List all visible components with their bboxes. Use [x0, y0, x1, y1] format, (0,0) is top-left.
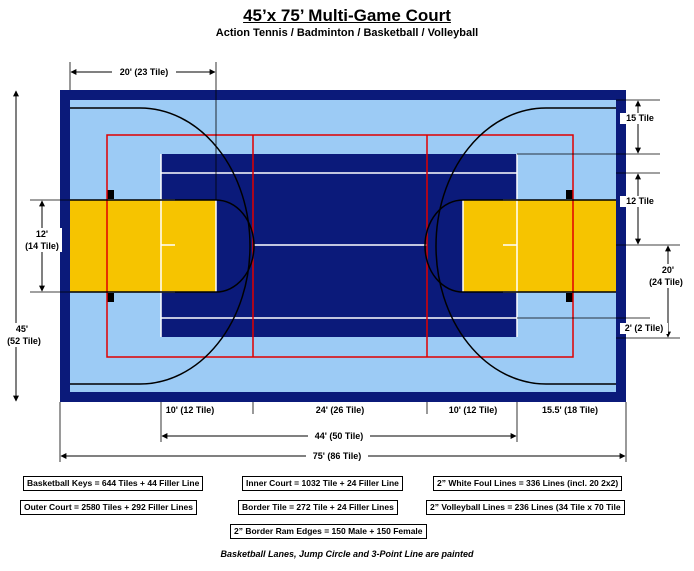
three-point-arc-right	[435, 107, 616, 385]
dim-bottom-1-label: 10' (12 Tile)	[166, 405, 215, 415]
block-mark	[107, 293, 114, 302]
key-circle-right	[425, 200, 463, 292]
dim-right-half-label: (24 Tile)	[649, 277, 683, 287]
dim-bottom-3-label: 10' (12 Tile)	[449, 405, 498, 415]
legend-border-ram-edges: 2” Border Ram Edges = 150 Male + 150 Fem…	[230, 524, 427, 539]
dim-right-half-label: 20'	[662, 265, 674, 275]
dim-inner-width-label: 44' (50 Tile)	[315, 431, 364, 441]
page-title: 45’x 75’ Multi-Game Court	[243, 6, 451, 25]
red-volleyball-outline	[106, 134, 574, 358]
legend-border-tile: Border Tile = 272 Tile + 24 Filler Lines	[238, 500, 398, 515]
dim-left-total-label: 45'	[16, 324, 28, 334]
key-arc-left	[215, 199, 255, 293]
dim-left-total-label: (52 Tile)	[7, 336, 41, 346]
block-mark	[566, 293, 573, 302]
key-circle-left	[216, 200, 254, 292]
basketball-key-right	[463, 200, 616, 292]
dim-right-key-label: 12 Tile	[626, 196, 654, 206]
block-mark	[566, 190, 573, 199]
dim-bottom-4-label: 15.5' (18 Tile)	[542, 405, 598, 415]
dim-left-key-label: 12'	[36, 229, 48, 239]
dim-top-width-label: 20' (23 Tile)	[120, 67, 169, 77]
dim-right-small-label: 2' (2 Tile)	[625, 323, 664, 333]
three-point-arc-left	[70, 107, 251, 385]
legend-basketball-keys: Basketball Keys = 644 Tiles + 44 Filler …	[23, 476, 204, 491]
footer-note: Basketball Lanes, Jump Circle and 3-Poin…	[220, 549, 474, 559]
basketball-key-left	[70, 200, 216, 292]
page-subtitle: Action Tennis / Badminton / Basketball /…	[215, 27, 479, 39]
dim-right-top-label: 15 Tile	[626, 113, 654, 123]
legend-volleyball-lines: 2” Volleyball Lines = 236 Lines (34 Tile…	[426, 500, 625, 515]
dim-left-key-label: (14 Tile)	[25, 241, 59, 251]
dim-bottom-2-label: 24' (26 Tile)	[316, 405, 365, 415]
legend-outer-court: Outer Court = 2580 Tiles + 292 Filler Li…	[20, 500, 197, 515]
key-arc-right	[424, 199, 464, 293]
legend-inner-court: Inner Court = 1032 Tile + 24 Filler Line	[242, 476, 403, 491]
block-mark	[107, 190, 114, 199]
legend-foul-lines: 2” White Foul Lines = 336 Lines (incl. 2…	[433, 476, 623, 491]
dim-total-width-label: 75' (86 Tile)	[313, 451, 362, 461]
